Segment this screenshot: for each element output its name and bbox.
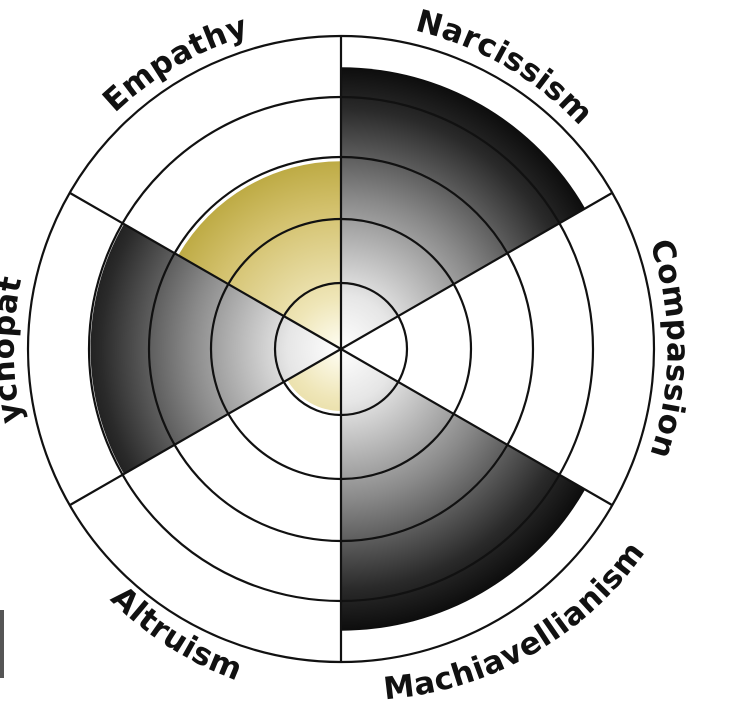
spoke-upper-left <box>69 192 342 350</box>
label-compassion: Compassion <box>642 235 695 463</box>
wedge-empathy <box>178 161 341 349</box>
trait-wedges <box>90 67 585 631</box>
label-empathy: Empathy <box>96 8 252 119</box>
sector-spokes <box>69 36 613 662</box>
spoke-upper-right <box>340 192 613 350</box>
wedge-narcissism <box>341 67 585 350</box>
label-psychopathy: Psychopathy <box>0 0 30 426</box>
left-edge-mark <box>0 610 4 678</box>
label-altruism: Altruism <box>104 579 248 688</box>
spoke-lower-left <box>69 348 342 506</box>
spoke-lower-right <box>340 348 613 506</box>
wedge-psychopathy <box>90 223 341 475</box>
wedge-machiavellianism <box>341 349 585 631</box>
